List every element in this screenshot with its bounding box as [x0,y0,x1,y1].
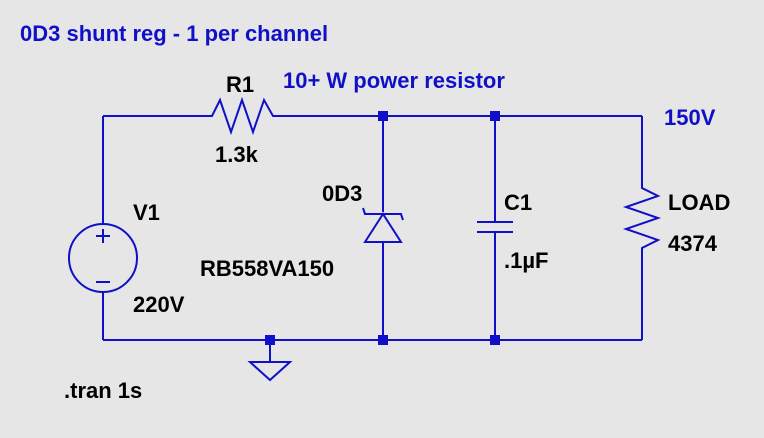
capacitor-c1-symbol[interactable] [477,221,513,233]
voltage-source-v1-symbol[interactable] [68,223,138,293]
r1-value-label[interactable]: 1.3k [215,142,258,167]
c1-value-label[interactable]: .1µF [504,248,549,273]
zener-diode-0d3-symbol[interactable] [362,207,404,243]
diode-ref-label[interactable]: 0D3 [322,181,363,206]
power-resistor-note[interactable]: 10+ W power resistor [283,68,505,93]
resistor-r1-symbol[interactable] [206,96,282,136]
v1-value-label[interactable]: 220V [133,292,185,317]
resistor-load-symbol[interactable] [622,182,662,256]
junction-dot [490,335,500,345]
schematic-title[interactable]: 0D3 shunt reg - 1 per channel [20,21,329,46]
v1-ref-label[interactable]: V1 [133,200,160,225]
spice-directive[interactable]: .tran 1s [64,378,143,403]
load-value-label[interactable]: 4374 [668,231,717,256]
c1-ref-label[interactable]: C1 [504,190,533,215]
net-label-150v[interactable]: 150V [664,105,716,130]
load-ref-label[interactable]: LOAD [668,190,731,215]
junction-dot [378,111,388,121]
ground-symbol[interactable] [247,361,293,382]
r1-ref-label[interactable]: R1 [226,72,255,97]
junction-dot [265,335,275,345]
junction-dot [378,335,388,345]
diode-value-label[interactable]: RB558VA150 [200,256,335,281]
junction-dot [490,111,500,121]
